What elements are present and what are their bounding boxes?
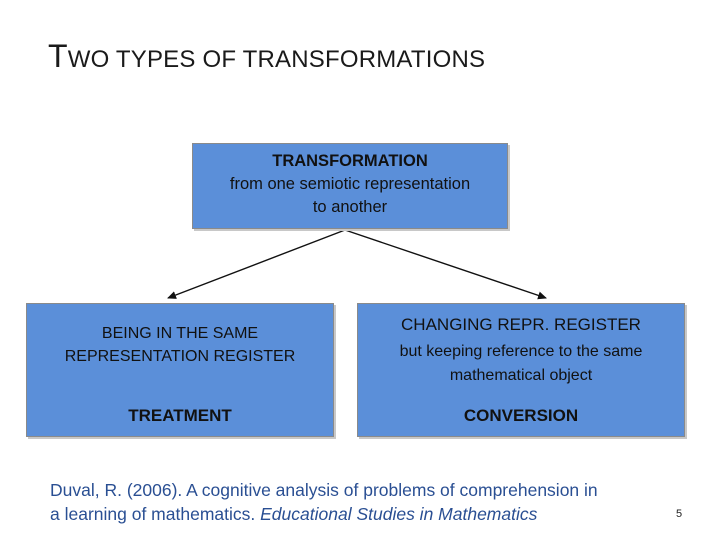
citation: Duval, R. (2006). A cognitive analysis o…	[50, 478, 610, 526]
treatment-box: BEING IN THE SAME REPRESENTATION REGISTE…	[26, 303, 334, 437]
conversion-description: but keeping reference to the same mathem…	[358, 340, 684, 388]
conversion-line-3: mathematical object	[449, 367, 593, 384]
slide-title: TWO TYPES OF TRANSFORMATIONS	[48, 38, 485, 75]
conversion-line-2: but keeping reference to the same	[399, 343, 643, 360]
arrow-to-conversion	[344, 229, 547, 300]
conversion-box: CHANGING REPR. REGISTER but keeping refe…	[357, 303, 685, 437]
conversion-line-1: CHANGING REPR. REGISTER	[401, 315, 641, 334]
transformation-line-2: from one semiotic representation	[229, 175, 471, 193]
slide-title-rest: WO TYPES OF TRANSFORMATIONS	[67, 46, 486, 73]
slide-title-first-letter: T	[48, 38, 68, 74]
conversion-label: CONVERSION	[463, 406, 579, 425]
treatment-line-1: BEING IN THE SAME	[101, 325, 259, 342]
treatment-line-2: REPRESENTATION REGISTER	[64, 348, 296, 365]
arrow-to-treatment	[167, 229, 346, 299]
treatment-label: TREATMENT	[128, 406, 232, 425]
treatment-description: BEING IN THE SAME REPRESENTATION REGISTE…	[27, 322, 333, 368]
transformation-box: TRANSFORMATION from one semiotic represe…	[192, 143, 508, 229]
transformation-heading: TRANSFORMATION	[272, 152, 428, 170]
citation-text: Duval, R. (2006). A cognitive analysis o…	[50, 480, 598, 524]
transformation-line-3: to another	[312, 198, 388, 216]
citation-journal: Educational Studies in Mathematics	[260, 504, 538, 524]
page-number: 5	[676, 508, 683, 520]
